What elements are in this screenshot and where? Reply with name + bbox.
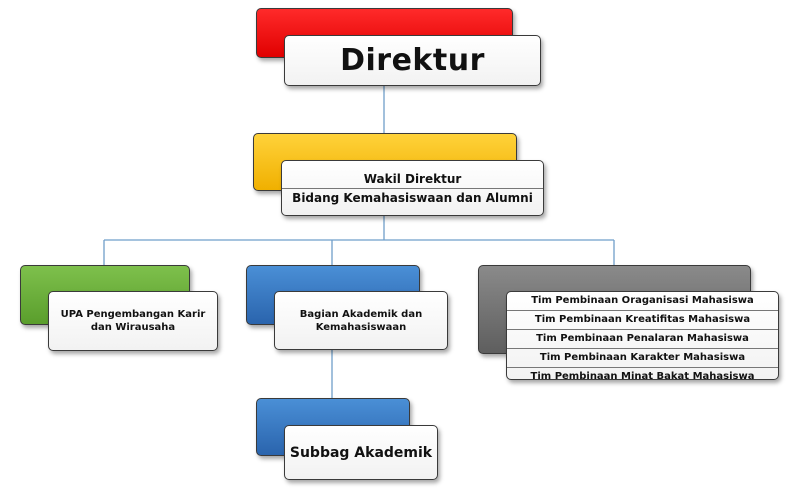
tim-item: Tim Pembinaan Minat Bakat Mahasiswa [530,371,755,382]
tim-card: Tim Pembinaan Oraganisasi Mahasiswa Tim … [506,291,779,382]
wakil-subtitle: Bidang Kemahasiswaan dan Alumni [282,187,543,207]
upa-card: UPA Pengembangan Karir dan Wirausaha [48,291,218,351]
direktur-card: Direktur [284,35,541,86]
subbag-card: Subbag Akademik [284,425,438,480]
subbag-label: Subbag Akademik [289,444,433,461]
upa-label: UPA Pengembangan Karir dan Wirausaha [60,309,206,333]
bagian-card: Bagian Akademik dan Kemahasiswaan [274,291,448,350]
bagian-label: Bagian Akademik dan Kemahasiswaan [299,308,423,333]
wakil-card: Wakil Direktur Bidang Kemahasiswaan dan … [281,160,544,216]
direktur-title: Direktur [340,43,485,78]
tim-item: Tim Pembinaan Kreatifitas Mahasiswa [507,311,778,330]
tim-item: Tim Pembinaan Oraganisasi Mahasiswa [507,292,778,311]
tim-item: Tim Pembinaan Penalaran Mahasiswa [507,330,778,349]
tim-item: Tim Pembinaan Karakter Mahasiswa [507,349,778,368]
wakil-title: Wakil Direktur [363,171,462,186]
